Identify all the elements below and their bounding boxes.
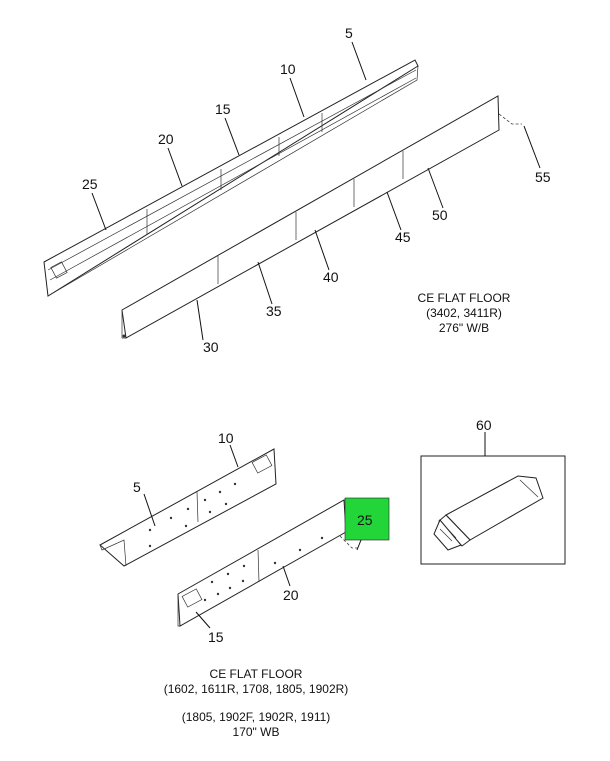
callout-15: 15 <box>208 629 224 645</box>
callout-25: 25 <box>82 176 98 192</box>
top-leaders <box>91 41 541 341</box>
callout-25: 25 <box>357 512 373 528</box>
sealant-tube-box <box>420 455 566 565</box>
upper-short-rail <box>99 448 277 567</box>
svg-text:170" WB: 170" WB <box>233 725 280 739</box>
callout-5: 5 <box>345 25 353 41</box>
svg-text:(1805, 1902F, 1902R, 1911): (1805, 1902F, 1902R, 1911) <box>182 710 331 724</box>
lower-long-rail <box>121 95 500 339</box>
top-caption: CE FLAT FLOOR (3402, 3411R) 276" W/B <box>418 291 511 335</box>
callout-45: 45 <box>395 229 411 245</box>
callout-15: 15 <box>215 101 231 117</box>
highlight-box-25 <box>344 497 390 541</box>
callout-10: 10 <box>280 61 296 77</box>
bottom-caption: CE FLAT FLOOR (1602, 1611R, 1708, 1805, … <box>164 667 349 739</box>
callout-20: 20 <box>158 131 174 147</box>
callout-20: 20 <box>283 587 299 603</box>
callout-10: 10 <box>218 430 234 446</box>
callout-30: 30 <box>203 339 219 355</box>
svg-text:(1602, 1611R, 1708, 1805, 1902: (1602, 1611R, 1708, 1805, 1902R) <box>164 682 349 696</box>
callout-40: 40 <box>323 269 339 285</box>
callout-55: 55 <box>535 169 551 185</box>
svg-text:276" W/B: 276" W/B <box>439 321 489 335</box>
bottom-leaders <box>143 432 486 629</box>
svg-text:CE FLAT FLOOR: CE FLAT FLOOR <box>418 291 511 305</box>
bottom-assembly: 10 5 15 20 25 60 CE FLAT FLOOR (1602, 16… <box>99 417 566 739</box>
callout-35: 35 <box>266 303 282 319</box>
svg-text:(3402, 3411R): (3402, 3411R) <box>426 306 502 320</box>
top-assembly: 5 10 15 20 25 30 35 40 45 50 55 CE FLAT … <box>43 25 551 355</box>
callout-5: 5 <box>133 479 141 495</box>
callout-50: 50 <box>432 207 448 223</box>
callout-60: 60 <box>476 417 492 433</box>
upper-long-rail <box>43 59 419 297</box>
svg-text:CE FLAT FLOOR: CE FLAT FLOOR <box>210 667 303 681</box>
sealant-tube-icon <box>433 475 544 551</box>
